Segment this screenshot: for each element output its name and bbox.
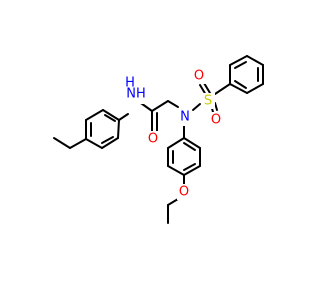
- bond: [192, 103, 201, 111]
- bond: [85, 138, 103, 149]
- bond: [234, 80, 247, 89]
- bond: [246, 55, 264, 66]
- atom-label-n-sulfonyl: N: [180, 110, 190, 125]
- atom-label-o-sulfonyl-bottom: O: [211, 113, 221, 128]
- bond: [234, 61, 247, 69]
- bond: [167, 137, 185, 149]
- bond: [118, 113, 129, 121]
- atom-h: H: [125, 76, 135, 91]
- atom-amide-o: O: [146, 131, 160, 147]
- bond: [104, 114, 116, 122]
- bond: [101, 136, 114, 144]
- bond: [53, 137, 71, 149]
- atom-label-h: H: [125, 76, 135, 91]
- bond: [85, 109, 104, 121]
- atom-label-ether-o: O: [179, 185, 189, 200]
- bond: [167, 198, 179, 206]
- atom-label-o-sulfonyl-left: O: [194, 69, 204, 84]
- bond: [183, 137, 201, 149]
- bond: [151, 100, 169, 112]
- atom-label-nh: NH: [126, 87, 146, 102]
- bonds: [53, 55, 264, 224]
- bond: [167, 165, 185, 176]
- bond: [229, 83, 248, 94]
- bond: [183, 142, 196, 151]
- atom-o-sulfonyl-bottom: O: [209, 112, 223, 128]
- bond: [183, 163, 196, 171]
- atom-label-s: S: [204, 94, 212, 109]
- bond: [102, 109, 120, 121]
- atom-n-sulfonyl: N: [178, 108, 192, 126]
- bond: [69, 138, 87, 149]
- bond: [214, 102, 218, 111]
- bond: [203, 82, 211, 94]
- bond: [229, 55, 248, 66]
- atom-label-amide-o: O: [148, 132, 158, 147]
- atom-o-sulfonyl-left: O: [192, 68, 206, 84]
- atom-labels: NH H O N S O O: [125, 68, 223, 200]
- bond: [246, 83, 264, 94]
- bond: [167, 100, 179, 108]
- atom-nh: NH: [125, 84, 147, 104]
- atom-ether-o: O: [177, 184, 191, 200]
- molecule-structure: NH H O N S O O: [53, 55, 264, 224]
- bond: [117, 119, 120, 139]
- bond: [183, 165, 201, 176]
- bond: [101, 137, 119, 149]
- atom-s: S: [201, 93, 215, 109]
- bond: [214, 83, 231, 95]
